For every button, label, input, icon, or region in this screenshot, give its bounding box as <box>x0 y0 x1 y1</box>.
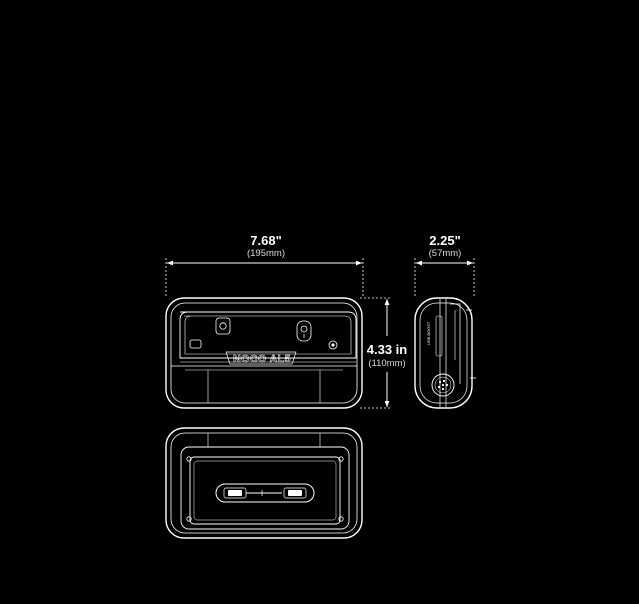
height-dimension: 4.33 in (110mm) <box>360 297 408 409</box>
depth-dimension: 2.25" (57mm) <box>414 233 475 298</box>
depth-imperial-label: 2.25" <box>429 233 460 248</box>
clamp-cable-icon <box>215 483 315 503</box>
height-imperial-label: 4.33 in <box>367 342 408 357</box>
width-metric-label: (195mm) <box>247 248 285 259</box>
width-imperial-label: 7.68" <box>250 233 281 248</box>
negative-terminal-icon <box>296 320 312 342</box>
bottom-view <box>165 427 363 539</box>
width-dimension: 7.68" (195mm) <box>165 233 364 298</box>
button-icon <box>189 339 202 349</box>
screw-icon <box>338 456 344 462</box>
status-light-icon <box>328 340 338 350</box>
front-view <box>165 297 363 409</box>
screw-icon <box>338 516 344 522</box>
side-view <box>414 297 476 409</box>
positive-terminal-icon <box>215 317 231 335</box>
screw-icon <box>186 456 192 462</box>
screw-icon <box>186 516 192 522</box>
side-label-text: USB BOOST <box>426 321 431 345</box>
depth-metric-label: (57mm) <box>429 248 462 259</box>
height-metric-label: (110mm) <box>368 358 405 369</box>
light-lens-icon <box>431 373 455 397</box>
logo-text: NOCO AL5 <box>233 353 291 365</box>
